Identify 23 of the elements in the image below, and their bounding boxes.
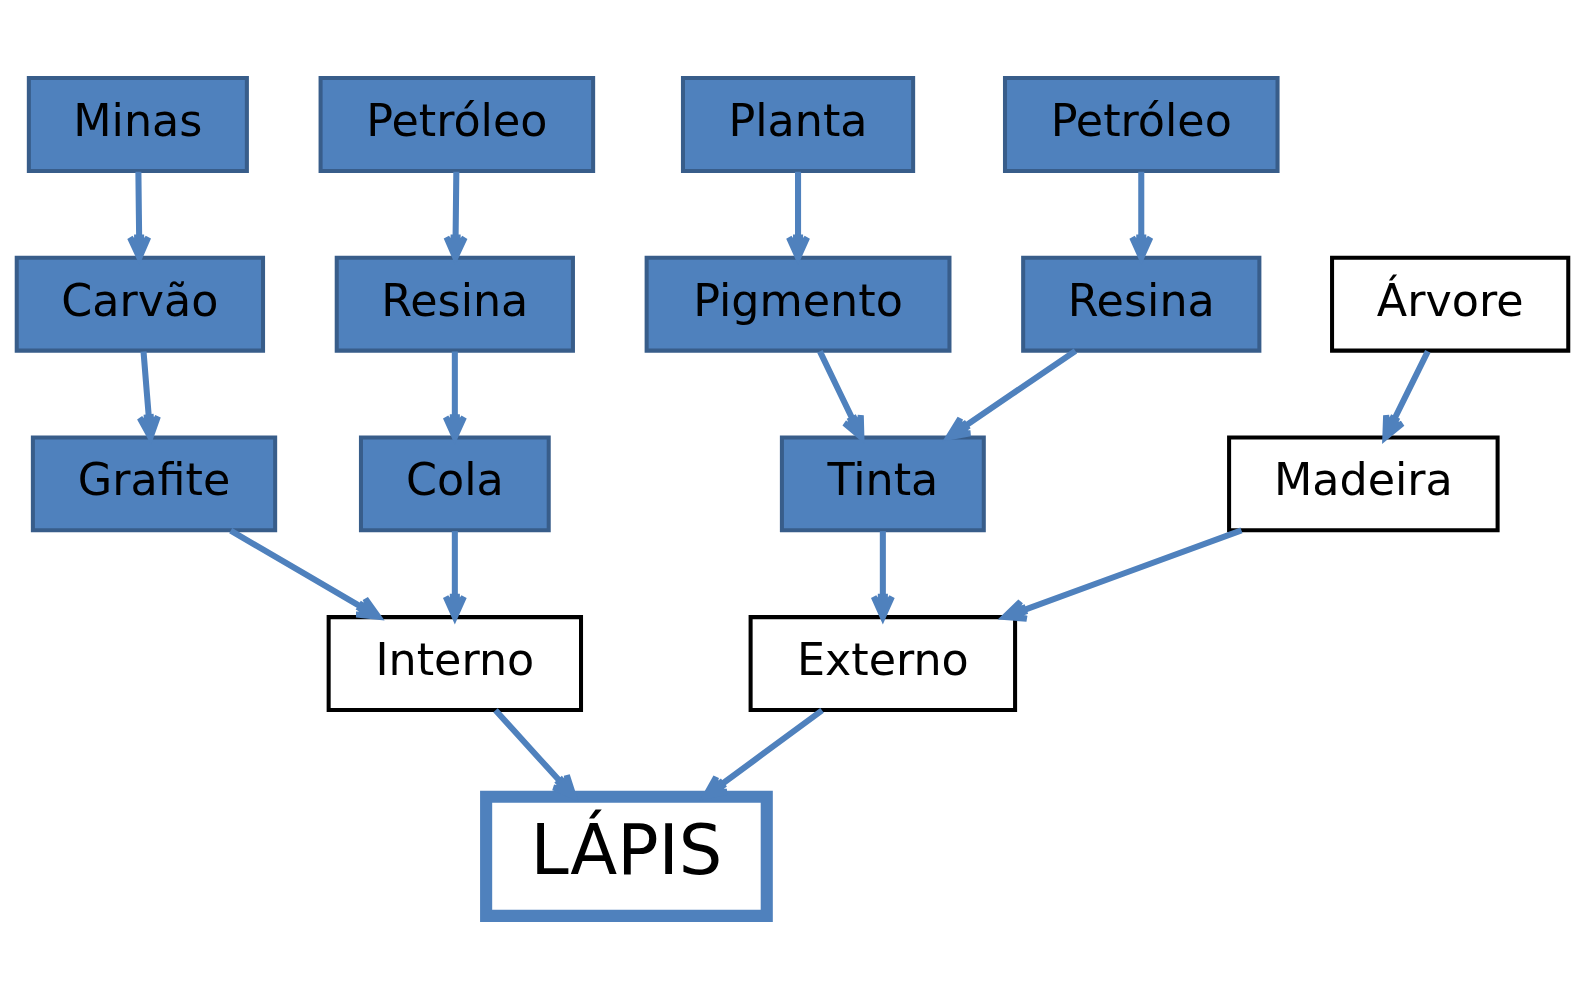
node-box: Cola [358, 435, 551, 533]
arrow [785, 171, 811, 261]
node-box: LÁPIS [480, 790, 773, 922]
node-box: Interno [326, 615, 584, 712]
node-box: Planta [680, 76, 916, 173]
node-box: Grafite [30, 435, 278, 533]
node-box: Madeira [1227, 435, 1500, 533]
node-box: Petróleo [318, 76, 596, 173]
arrow [817, 350, 865, 441]
arrow [442, 351, 467, 441]
node-box: Resina [334, 255, 575, 353]
node-box: Minas [26, 76, 249, 173]
node-box: Resina [1021, 255, 1262, 353]
arrow [1382, 350, 1431, 441]
node-box: Petróleo [1002, 76, 1280, 173]
node-box: Externo [748, 615, 1018, 712]
node-box: Árvore [1330, 255, 1571, 353]
arrow [945, 348, 1078, 441]
node-box: Tinta [779, 435, 986, 533]
node-box: Pigmento [644, 255, 952, 353]
node-box: Carvão [14, 255, 266, 353]
arrow [136, 351, 161, 441]
arrow [229, 528, 382, 620]
